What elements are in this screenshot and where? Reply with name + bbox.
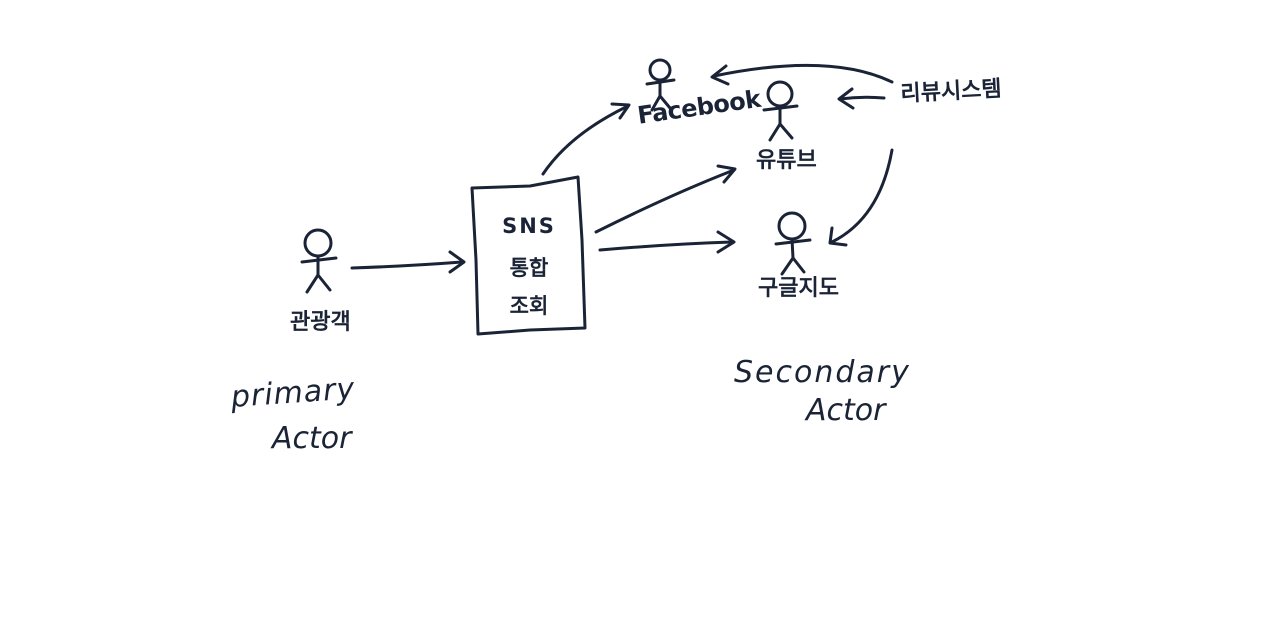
- tourist-label: 관광객: [290, 310, 351, 335]
- youtube-actor-figure: [762, 80, 799, 142]
- arrow-box-to-google-map: [598, 230, 736, 254]
- arrow-box-to-youtube: [594, 164, 737, 234]
- youtube-label: 유튜브: [756, 148, 817, 173]
- use-case-line-3: 조회: [509, 294, 549, 318]
- google-map-actor-figure: [774, 211, 812, 276]
- arrow-review-to-youtube: [837, 87, 886, 110]
- arrow-review-to-google-map: [828, 148, 894, 247]
- google-map-label: 구글지도: [758, 276, 839, 301]
- secondary-note-line-1: Secondary: [734, 355, 911, 390]
- secondary-note-line-2: Actor: [806, 393, 886, 428]
- use-case-line-1: SNS: [502, 214, 556, 238]
- tourist-actor-figure: [300, 228, 338, 294]
- arrow-tourist-to-box: [350, 250, 466, 274]
- primary-note-line-1: primary: [229, 371, 357, 415]
- use-case-line-2: 통합: [509, 256, 549, 280]
- facebook-actor-figure: [645, 58, 676, 112]
- primary-note-line-2: Actor: [272, 421, 352, 456]
- arrow-box-to-facebook: [541, 102, 631, 176]
- review-system-label: 리뷰시스템: [899, 76, 1003, 107]
- use-case-box: [470, 175, 587, 336]
- arrow-review-to-facebook: [710, 63, 894, 86]
